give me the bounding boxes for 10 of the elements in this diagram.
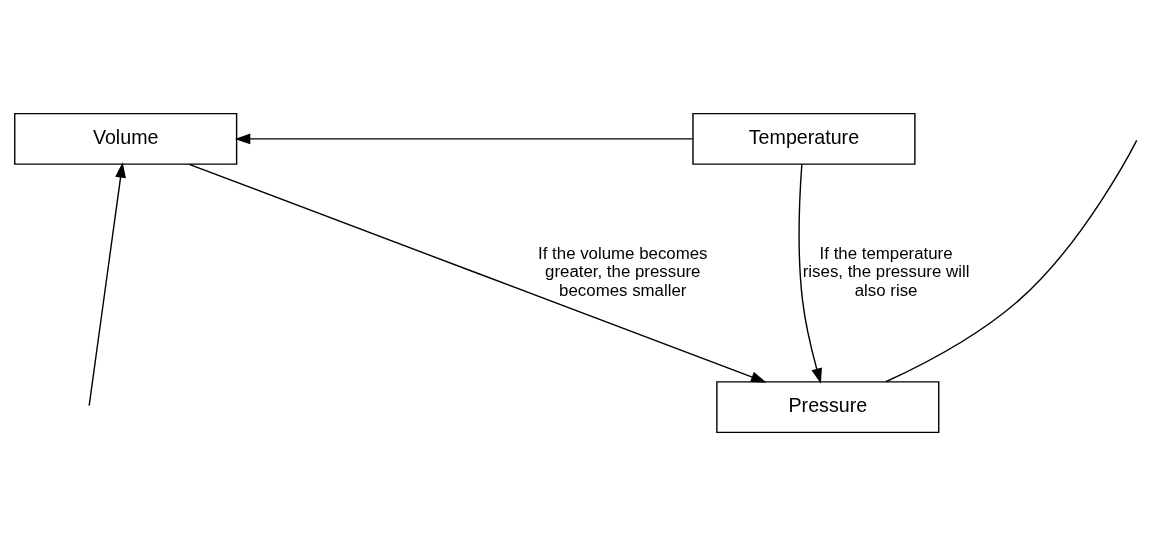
- arrow: [188, 163, 767, 383]
- connector: [885, 139, 1138, 383]
- arrow: [88, 162, 126, 407]
- edge-label: If the temperature rises, the pressure will also rise: [802, 244, 970, 300]
- arrow: [234, 133, 694, 145]
- node-box: Pressure: [716, 381, 940, 434]
- node-box: Volume: [14, 112, 238, 165]
- arrow: [798, 163, 822, 384]
- edge-label: If the volume becomes greater, the pressure becomes smaller: [538, 244, 708, 300]
- node-box: Temperature: [692, 112, 916, 165]
